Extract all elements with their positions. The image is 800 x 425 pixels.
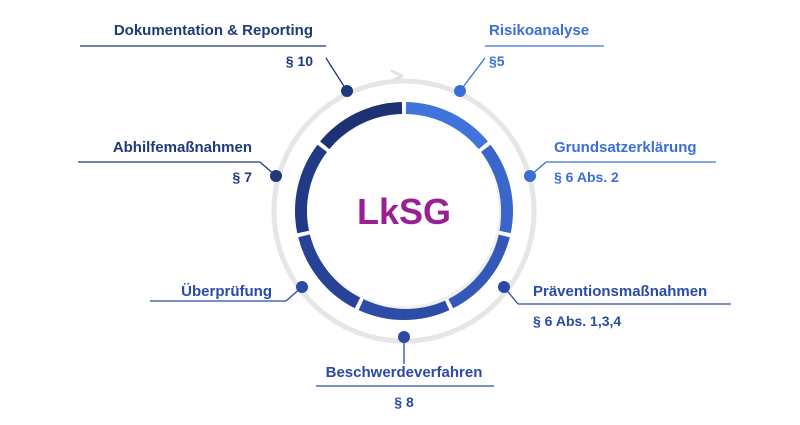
step-title: Präventionsmaßnahmen xyxy=(533,283,708,300)
center-label: LkSG xyxy=(357,191,451,232)
step-title: Abhilfemaßnahmen xyxy=(112,139,252,156)
ring-segment xyxy=(320,102,403,150)
dot-beschwerdeverfahren xyxy=(398,331,410,343)
ring-segment xyxy=(447,234,510,309)
ring-segment xyxy=(358,299,450,320)
dot-grundsatzerklaerung xyxy=(524,170,536,182)
step-grundsatzerklaerung: Grundsatzerklärung xyxy=(554,139,697,157)
ring-segment xyxy=(405,102,488,150)
step-section: § 6 Abs. 2 xyxy=(554,169,619,185)
step-beschwerdeverfahren: Beschwerdeverfahren xyxy=(300,364,508,382)
connectors xyxy=(78,45,731,387)
step-section: § 6 Abs. 1,3,4 xyxy=(533,313,622,329)
step-title: Grundsatzerklärung xyxy=(554,139,697,156)
dot-ueberpruefung xyxy=(296,281,308,293)
step-praeventionsmassnahmen-section: § 6 Abs. 1,3,4 xyxy=(533,312,621,330)
step-risikoanalyse: Risikoanalyse xyxy=(489,22,589,40)
dot-risikoanalyse xyxy=(454,85,466,97)
ring-segment xyxy=(480,144,513,234)
step-dokumentation-section: § 10 xyxy=(200,52,313,70)
step-ueberpruefung: Überprüfung xyxy=(100,283,272,301)
center-disk xyxy=(309,116,499,306)
step-section: § 10 xyxy=(285,53,313,69)
step-section: §5 xyxy=(489,53,505,69)
step-praeventionsmassnahmen: Präventionsmaßnahmen xyxy=(533,283,707,301)
step-title: Risikoanalyse xyxy=(489,22,590,39)
ring-segment xyxy=(298,234,361,309)
connector-line-risikoanalyse xyxy=(459,57,486,92)
step-abhilfemassnahmen: Abhilfemaßnahmen xyxy=(60,139,252,157)
track-arrow-icon xyxy=(390,69,404,83)
connector-line-dokumentation xyxy=(325,57,348,92)
step-dokumentation: Dokumentation & Reporting xyxy=(60,22,313,40)
dot-abhilfemassnahmen xyxy=(270,170,282,182)
step-section: § 7 xyxy=(232,169,252,185)
ring-segment xyxy=(295,144,328,234)
dot-praeventionsmassnahmen xyxy=(498,281,510,293)
dot-dokumentation xyxy=(341,85,353,97)
step-section: § 8 xyxy=(394,394,414,410)
ring-segments xyxy=(295,102,513,320)
step-title: Überprüfung xyxy=(181,283,272,300)
step-risikoanalyse-section: §5 xyxy=(489,52,505,70)
step-title: Dokumentation & Reporting xyxy=(113,22,313,39)
step-grundsatzerklaerung-section: § 6 Abs. 2 xyxy=(554,168,619,186)
step-abhilfemassnahmen-section: § 7 xyxy=(150,168,252,186)
step-beschwerdeverfahren-section: § 8 xyxy=(350,393,458,411)
step-title: Beschwerdeverfahren xyxy=(325,364,483,381)
